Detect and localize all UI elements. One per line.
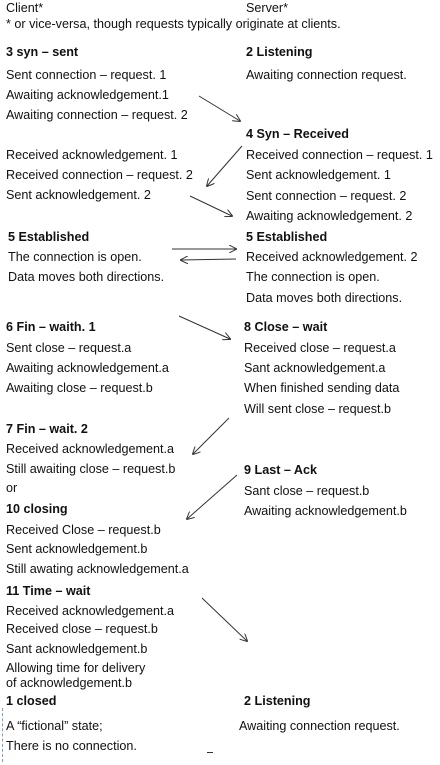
server-state-8-line: Sant acknowledgement.a	[244, 361, 386, 375]
arrow-final-ack-to-server	[201, 597, 247, 641]
client-state-5-title: 5 Established	[8, 230, 90, 244]
server-state-2-final-title: 2 Listening	[244, 694, 311, 708]
client-state-1-line: There is no connection.	[6, 739, 137, 753]
client-state-3-title: 3 syn – sent	[6, 45, 79, 59]
server-state-5-title: 5 Established	[246, 230, 328, 244]
client-state-7-line: Still awaiting close – request.b	[6, 462, 176, 476]
arrow-ack-to-server	[189, 195, 232, 216]
server-state-8-line: Received close – request.a	[244, 341, 396, 355]
server-state-2-title: 2 Listening	[246, 45, 313, 59]
arrow-syn-to-server	[198, 95, 240, 121]
server-state-5-line: The connection is open.	[246, 270, 380, 284]
client-state-3-line: Sent connection – request. 1	[6, 68, 167, 82]
client-state-7-line: Received acknowledgement.a	[6, 442, 175, 456]
server-column-label: Server*	[246, 1, 288, 15]
arrow-ack-to-client	[193, 417, 230, 454]
server-state-2-line: Awaiting connection request.	[246, 68, 407, 82]
client-state-3-line: Awaiting acknowledgement.1	[6, 88, 169, 102]
client-state-11-title: 11 Time – wait	[6, 584, 91, 598]
client-state-10-line: Sent acknowledgement.b	[6, 542, 148, 556]
server-state-4-line: Sent connection – request. 2	[246, 189, 407, 203]
client-state-6-line: Awaiting acknowledgement.a	[6, 361, 169, 375]
client-state-6-line: Sent close – request.a	[6, 341, 132, 355]
server-state-8-title: 8 Close – wait	[244, 320, 328, 334]
client-state-1-title: 1 closed	[6, 694, 57, 708]
client-state-11-line: of acknowledgement.b	[6, 676, 133, 690]
client-state-11-line: Received acknowledgement.a	[6, 604, 175, 618]
client-state-10-line: Received Close – request.b	[6, 523, 161, 537]
server-state-4-line: Awaiting acknowledgement. 2	[246, 209, 413, 223]
server-state-5-line: Received acknowledgement. 2	[246, 250, 418, 264]
client-state-5-line: The connection is open.	[8, 250, 142, 264]
client-state-3-line: Received connection – request. 2	[6, 168, 193, 182]
arrow-data-to-client	[181, 259, 237, 260]
arrow-fin-to-client	[187, 474, 238, 519]
server-state-5-line: Data moves both directions.	[246, 291, 403, 305]
server-state-8-line: When finished sending data	[244, 381, 400, 395]
client-state-3-line: Awaiting connection – request. 2	[6, 108, 188, 122]
client-state-5-line: Data moves both directions.	[8, 270, 165, 284]
client-state-7-title: 7 Fin – wait. 2	[6, 422, 88, 436]
server-state-4-title: 4 Syn – Received	[246, 127, 349, 141]
server-state-9-title: 9 Last – Ack	[244, 463, 318, 477]
client-state-10-line: Still awating acknowledgement.a	[6, 562, 189, 576]
server-state-2-final-line: Awaiting connection request.	[239, 719, 400, 733]
client-state-3-line: Sent acknowledgement. 2	[6, 188, 151, 202]
client-state-1-line: A “fictional” state;	[6, 719, 103, 733]
client-state-11-line: Allowing time for delivery	[6, 661, 146, 675]
client-state-3-line: Received acknowledgement. 1	[6, 148, 178, 162]
or-label: or	[6, 481, 18, 495]
client-state-6-title: 6 Fin – waith. 1	[6, 320, 96, 334]
client-state-11-line: Sant acknowledgement.b	[6, 642, 148, 656]
arrow-fin-to-server	[178, 315, 230, 339]
server-state-8-line: Will sent close – request.b	[244, 402, 391, 416]
server-state-4-line: Sent acknowledgement. 1	[246, 168, 391, 182]
client-state-11-line: Received close – request.b	[6, 622, 158, 636]
bottom-tick-mark	[207, 752, 213, 753]
client-column-label: Client*	[6, 1, 44, 15]
arrow-synack-to-client	[207, 145, 243, 186]
client-state-6-line: Awaiting close – request.b	[6, 381, 153, 395]
server-state-4-line: Received connection – request. 1	[246, 148, 433, 162]
client-state-10-title: 10 closing	[6, 502, 68, 516]
server-state-9-line: Sant close – request.b	[244, 484, 370, 498]
server-state-9-line: Awaiting acknowledgement.b	[244, 504, 407, 518]
left-dashed-edge	[2, 708, 3, 762]
footnote: * or vice-versa, though requests typical…	[6, 17, 341, 31]
